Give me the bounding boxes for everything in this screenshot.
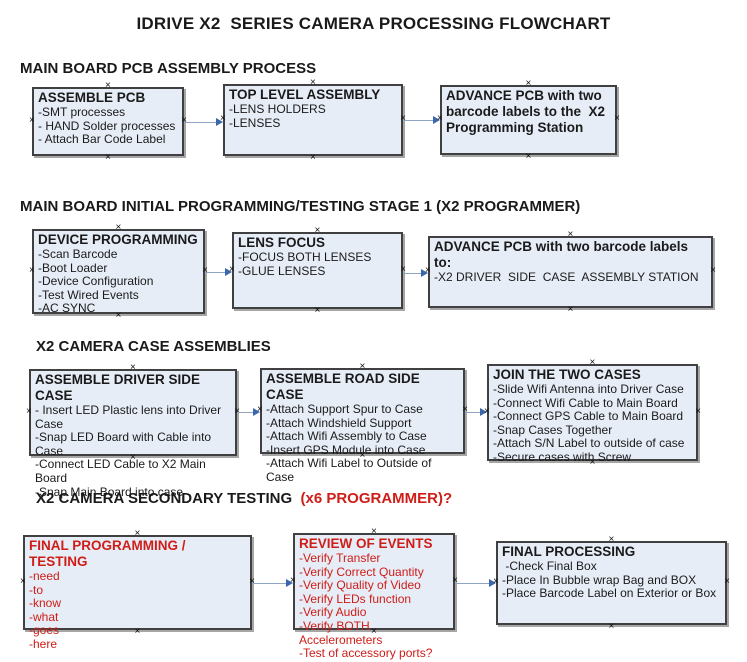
box-item: -LENS HOLDERS: [229, 102, 326, 116]
section-heading-red-part: (x6 PROGRAMMER)?: [300, 490, 453, 507]
box-item: -Attach Wifi Label to Outside of Case: [266, 456, 435, 484]
box-item: -Verify Audio: [299, 605, 367, 620]
flow-box-final-programming-testing: FINAL PROGRAMMING / TESTING -need -to -k…: [20, 528, 252, 651]
box-title: LENS FOCUS: [238, 235, 326, 250]
connection-point-icon: [710, 265, 716, 276]
connection-point-icon: [229, 264, 235, 275]
box-item: -Snap Main Board into case: [35, 484, 184, 499]
section-heading-case-assemblies: X2 CAMERA CASE ASSEMBLIES: [36, 338, 271, 355]
page-title: IDRIVE X2 SERIES CAMERA PROCESSING FLOWC…: [136, 14, 611, 33]
box-item: -AC SYNC: [38, 301, 96, 316]
box-item: -Snap Cases Together: [493, 422, 613, 437]
box-item: -Connect LED Cable to X2 Main Board: [35, 457, 210, 485]
box-title: FINAL PROCESSING: [502, 544, 636, 559]
box-item: -Verify LEDs function: [299, 591, 412, 606]
connection-point-icon: [724, 576, 730, 587]
connection-point-icon: [26, 406, 32, 417]
box-item: -GLUE LENSES: [238, 263, 326, 278]
connection-point-icon: [437, 113, 443, 124]
connector-arrow: [455, 579, 496, 587]
flow-box-top-level-assembly: TOP LEVEL ASSEMBLY -LENS HOLDERS -LENSES: [220, 77, 403, 163]
box-item: -Check Final Box: [502, 559, 597, 573]
box-item: -Secure cases with Screw: [493, 449, 632, 464]
flow-box-assemble-road-side-case: ASSEMBLE ROAD SIDE CASE -Attach Support …: [257, 361, 465, 484]
section-heading-secondary-testing: X2 CAMERA SECONDARY TESTING (x6 PROGRAMM…: [36, 490, 452, 507]
flow-box-review-of-events: REVIEW OF EVENTS -Verify Transfer -Verif…: [290, 526, 455, 660]
box-item: -goes: [29, 623, 60, 638]
box-item: -to: [29, 582, 44, 597]
flow-box-assemble-driver-side-case: ASSEMBLE DRIVER SIDE CASE - Insert LED P…: [26, 362, 237, 498]
flow-box-advance-pcb-driver-side-station: ADVANCE PCB with two barcode labels to: …: [425, 229, 716, 315]
connection-point-icon: [290, 575, 296, 586]
box-title: DEVICE PROGRAMMING: [38, 232, 198, 247]
box-item: -Place Barcode Label on Exterior or Box: [502, 586, 717, 601]
box-item: -Insert GPS Module into Case: [266, 442, 426, 457]
connection-point-icon: [695, 406, 701, 417]
box-item: -Scan Barcode: [38, 247, 118, 261]
flow-box-final-processing: FINAL PROCESSING -Check Final Box -Place…: [493, 534, 730, 632]
connection-point-icon: [29, 115, 35, 126]
box-item: -Attach S/N Label to outside of case: [493, 436, 685, 451]
box-item: -Verify Quality of Video: [299, 578, 421, 593]
section-heading-initial-programming: MAIN BOARD INITIAL PROGRAMMING/TESTING S…: [20, 198, 581, 215]
box-item: -Place In Bubble wrap Bag and BOX: [502, 572, 697, 587]
box-item: -Boot Loader: [38, 260, 108, 275]
connector-arrow: [252, 579, 293, 587]
connection-point-icon: [614, 113, 620, 124]
box-item: -Attach Windshield Support: [266, 415, 412, 430]
flow-box-device-programming: DEVICE PROGRAMMING -Scan Barcode -Boot L…: [29, 222, 205, 321]
box-item: -Slide Wifi Antenna into Driver Case: [493, 382, 684, 396]
box-title: ASSEMBLE DRIVER SIDE CASE: [35, 372, 204, 403]
flow-box-lens-focus: LENS FOCUS -FOCUS BOTH LENSES -GLUE LENS…: [229, 225, 403, 316]
box-item: -here: [29, 636, 58, 651]
connection-point-icon: [425, 265, 431, 276]
flow-box-advance-pcb-programming-station: ADVANCE PCB with two barcode labels to t…: [437, 78, 620, 162]
box-item: - HAND Solder processes: [38, 118, 176, 133]
connector-arrow: [184, 118, 223, 126]
box-item: -Verify Transfer: [299, 551, 381, 565]
box-item: -SMT processes: [38, 105, 126, 119]
connection-point-icon: [29, 265, 35, 276]
box-title: ASSEMBLE ROAD SIDE CASE: [266, 371, 424, 402]
box-item: -Attach Support Spur to Case: [266, 402, 423, 416]
flow-box-assemble-pcb: ASSEMBLE PCB -SMT processes - HAND Solde…: [29, 80, 184, 163]
section-heading-pcb-assembly: MAIN BOARD PCB ASSEMBLY PROCESS: [20, 60, 317, 77]
box-title: ADVANCE PCB with two barcode labels to t…: [446, 88, 609, 135]
box-title: FINAL PROGRAMMING / TESTING: [29, 538, 190, 569]
box-title: REVIEW OF EVENTS: [299, 536, 433, 551]
connection-point-icon: [257, 404, 263, 415]
box-item: -Attach Wifi Assembly to Case: [266, 429, 427, 444]
box-title: JOIN THE TWO CASES: [493, 367, 641, 382]
box-title: ASSEMBLE PCB: [38, 90, 146, 105]
connection-point-icon: [484, 406, 490, 417]
box-item: -Snap LED Board with Cable into Case: [35, 430, 215, 458]
box-item: -Test Wired Events: [38, 287, 139, 302]
box-title: TOP LEVEL ASSEMBLY: [229, 87, 381, 102]
box-item: -Verify Correct Quantity: [299, 564, 424, 579]
connection-point-icon: [220, 113, 226, 124]
box-item: -Connect Wifi Cable to Main Board: [493, 395, 678, 410]
box-title: ADVANCE PCB with two barcode labels to:: [434, 239, 692, 270]
connection-point-icon: [20, 576, 26, 587]
box-item: -Device Configuration: [38, 274, 154, 289]
box-item: -X2 DRIVER SIDE CASE ASSEMBLY STATION: [434, 270, 699, 284]
box-item: -know: [29, 596, 62, 611]
box-item: -Connect GPS Cable to Main Board: [493, 409, 684, 424]
box-item: -LENSES: [229, 115, 281, 130]
box-item: -need: [29, 569, 60, 583]
box-item: -Verify BOTH Accelerometers: [299, 618, 383, 647]
connector-arrow: [403, 116, 440, 124]
connector-arrow: [205, 268, 232, 276]
box-item: - Insert LED Plastic lens into Driver Ca…: [35, 403, 225, 431]
section-heading-black-part: X2 CAMERA SECONDARY TESTING: [36, 490, 301, 507]
box-item: -Test of accessory ports?: [299, 646, 433, 661]
box-item: - Attach Bar Code Label: [38, 132, 166, 147]
box-item: -what: [29, 609, 59, 624]
box-item: -FOCUS BOTH LENSES: [238, 250, 372, 264]
connection-point-icon: [493, 576, 499, 587]
flow-box-join-the-two-cases: JOIN THE TWO CASES -Slide Wifi Antenna i…: [484, 357, 701, 468]
